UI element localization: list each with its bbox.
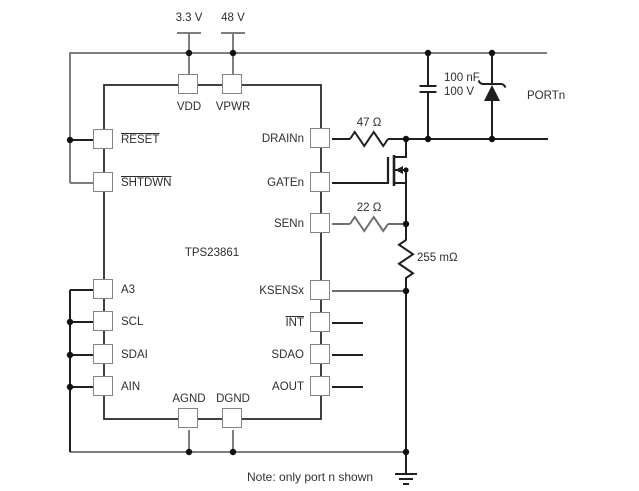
pin-label-vpwr: VPWR: [215, 101, 251, 113]
capacitor-100nf: [419, 53, 437, 139]
pin-box-reset: [93, 129, 113, 149]
tvs-diode: [477, 53, 507, 139]
i2c-address-bus: [69, 289, 93, 452]
pin-label-sdao: SDAO: [271, 349, 304, 361]
nmos-fet: [386, 139, 407, 224]
pin-label-ain: AIN: [121, 381, 141, 393]
pin-box-drainn: [310, 128, 330, 148]
pin-box-a3: [93, 279, 113, 299]
pin-box-dgnd: [222, 408, 242, 428]
pin-label-drainn: DRAINn: [261, 133, 304, 145]
pin-label-dgnd: DGND: [216, 393, 250, 405]
pin-box-agnd: [178, 408, 198, 428]
resistor-22ohm: [349, 215, 389, 233]
sense-wires: [332, 215, 406, 292]
tvs-diode-triangle: [484, 85, 500, 101]
pin-label-vdd: VDD: [176, 101, 202, 113]
label-capacitor-voltage: 100 V: [444, 86, 475, 98]
pin-label-int: INT: [285, 317, 304, 329]
supply-label-48v: 48 V: [221, 12, 245, 24]
pin-box-vpwr: [222, 74, 242, 94]
ic-outline: [103, 84, 322, 420]
pin-label-gaten: GATEn: [267, 177, 304, 189]
pin-label-ksensx: KSENSx: [259, 285, 304, 297]
label-resistor-255mohm: 255 mΩ: [417, 252, 458, 264]
reset-shtdwn-bus: [69, 52, 93, 184]
pin-label-agnd: AGND: [172, 393, 206, 405]
tvs-diode-leads: [477, 53, 507, 139]
pin-box-scl: [93, 311, 113, 331]
chip-label: TPS23861: [184, 247, 240, 259]
signal-wires: [69, 53, 548, 485]
pin-box-aout: [310, 376, 330, 396]
resistor-255mohm: [397, 224, 415, 291]
pin-label-reset: RESET: [121, 134, 160, 146]
junction-dots: [66, 49, 496, 456]
resistor-47ohm: [349, 130, 389, 148]
pin-box-ksensx: [310, 280, 330, 300]
pin-box-gaten: [310, 172, 330, 192]
pin-label-shtdwn: SHTDWN: [121, 177, 172, 189]
power-rails: [69, 32, 547, 453]
pin-label-sdai: SDAI: [121, 349, 148, 361]
pin-box-ain: [93, 376, 113, 396]
ground-symbol: [395, 473, 417, 485]
pin-label-a3: A3: [121, 284, 136, 296]
pin-label-scl: SCL: [121, 316, 144, 328]
pin-box-int: [310, 312, 330, 332]
int-sdao-aout-stubs: [332, 322, 363, 388]
pin-box-vdd: [178, 74, 198, 94]
pin-label-senn: SENn: [273, 218, 304, 230]
mosfet-body-arrow: [395, 166, 403, 174]
pin-box-shtdwn: [93, 172, 113, 192]
agnd-dgnd-stubs: [188, 430, 234, 452]
label-resistor-47ohm: 47 Ω: [356, 117, 382, 129]
pin-label-aout: AOUT: [272, 381, 304, 393]
label-portn: PORTn: [527, 90, 566, 102]
label-capacitor-value: 100 nF: [444, 72, 480, 84]
mosfet-terminals: [394, 139, 407, 224]
supply-label-3v3: 3.3 V: [175, 12, 203, 24]
pin-box-sdai: [93, 344, 113, 364]
pin-box-sdao: [310, 344, 330, 364]
note-text: Note: only port n shown: [247, 470, 374, 484]
label-resistor-22ohm: 22 Ω: [356, 202, 382, 214]
pin-box-senn: [310, 213, 330, 233]
